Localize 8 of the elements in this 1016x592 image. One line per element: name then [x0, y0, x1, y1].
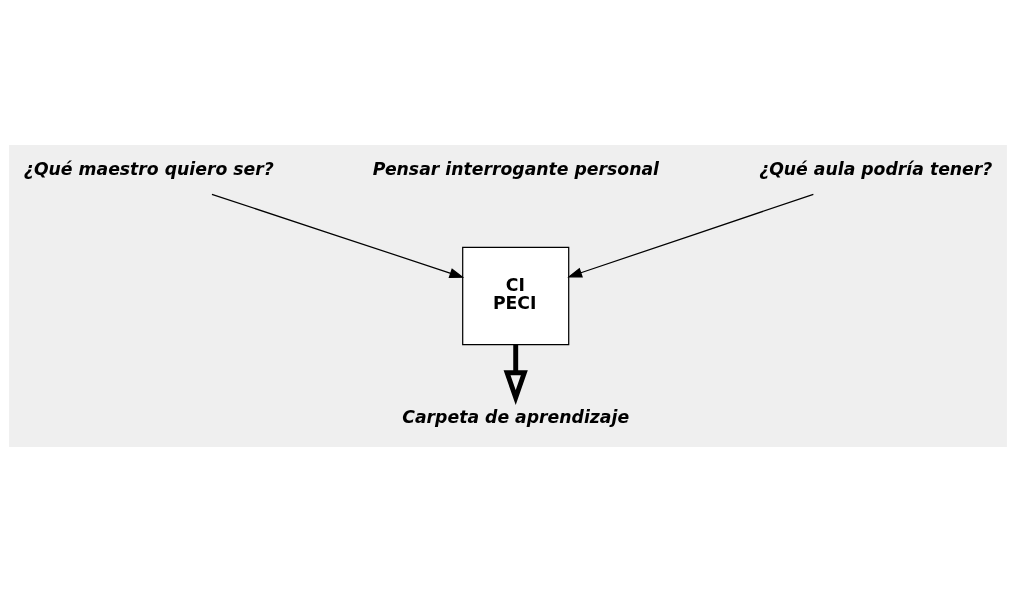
arrow: [503, 344, 528, 405]
node-text: ¿Qué maestro quiero ser?: [23, 159, 274, 180]
node-text: Carpeta de aprendizaje: [402, 407, 630, 428]
arrow: [211, 193, 465, 278]
label: Pensar interrogante personal: [372, 159, 660, 180]
node-text: ¿Qué aula podría tener?: [759, 159, 993, 180]
node-box: CI PECI: [462, 246, 570, 346]
arrow: [567, 193, 814, 278]
